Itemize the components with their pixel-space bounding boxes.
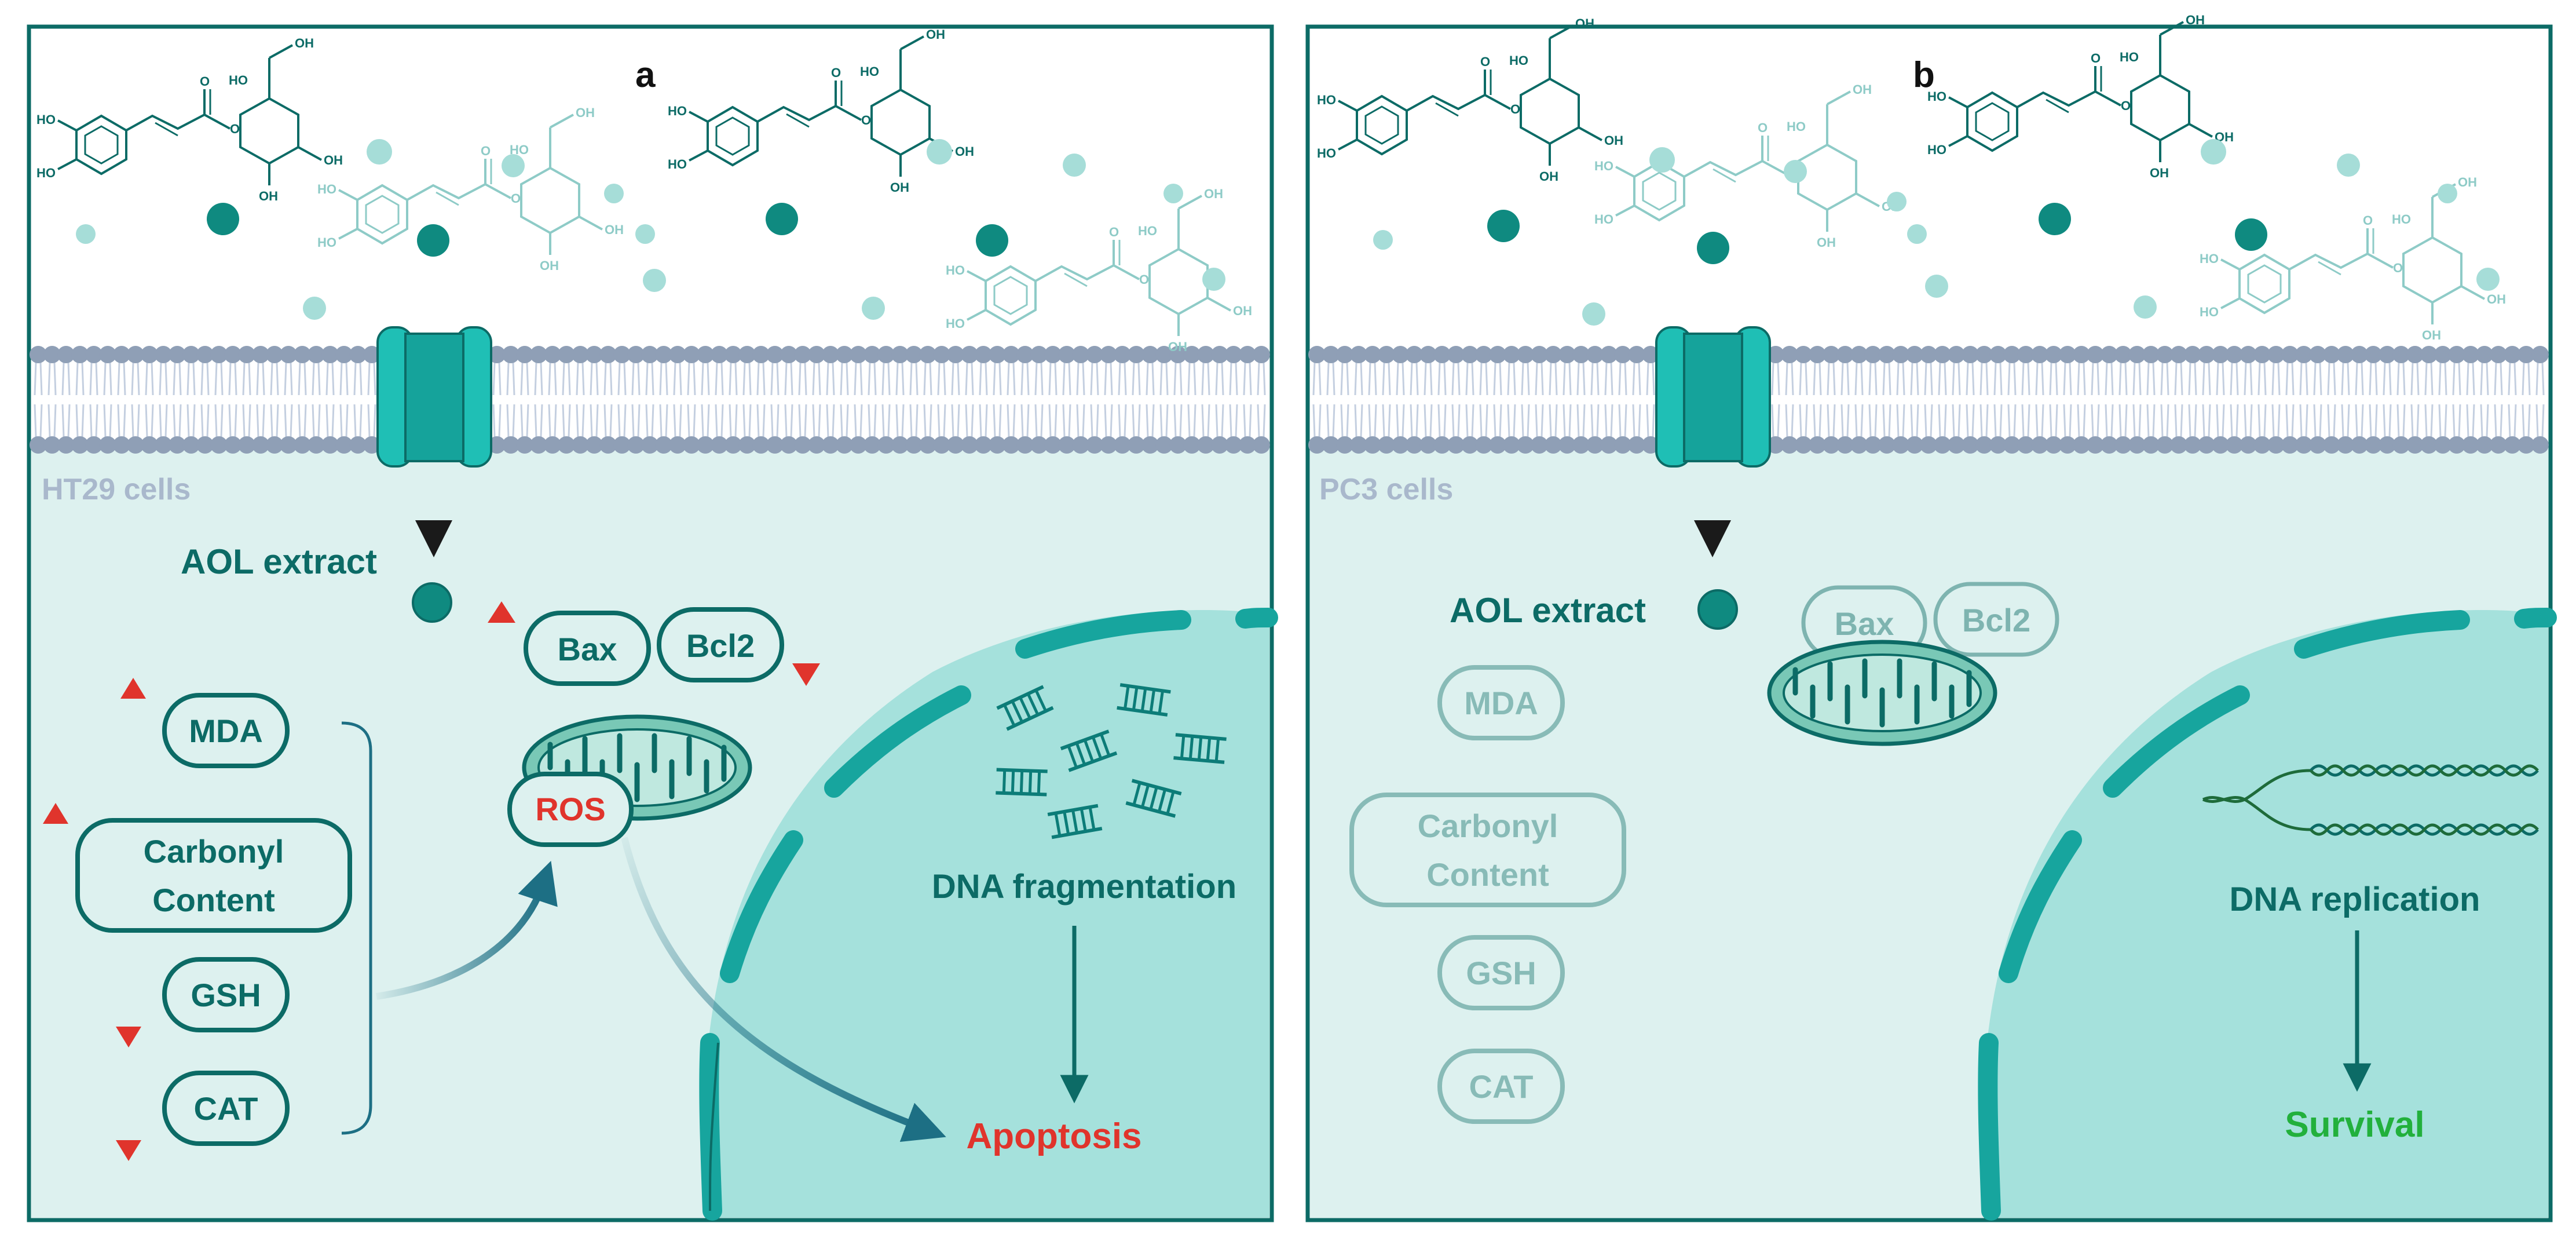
svg-text:Bax: Bax [558,631,617,667]
bcl2-pill: Bcl2 [1933,582,2059,657]
nucleus-process-label: DNA fragmentation [932,868,1236,906]
dna-replication-strands [2202,764,2539,836]
marker-mda-pill: MDA [1437,665,1565,740]
nucleus [1978,608,2557,1221]
mitochondrion [1769,642,1995,744]
panel-letter: b [1913,55,1935,95]
panel-b: b PC3 cells AOL extract Bax Bcl2 MDA Carb… [1305,12,2557,1222]
marker-up-arrow [43,803,68,921]
bax-up-arrow [488,601,515,684]
membrane-channel [376,255,492,557]
svg-text:ROS: ROS [535,791,605,827]
marker-cat-pill: CAT [1437,1049,1565,1124]
marker-label: MDA [189,713,263,749]
marker-down-arrow [116,1069,141,1161]
extract-particles [76,139,1225,320]
marker-label: CAT [194,1090,258,1127]
nucleus-process-label: DNA replication [2230,881,2480,918]
panel-a: a HT29 cells AOL extract Bax Bcl2 ROS MD… [27,24,1278,1222]
membrane-channel [1655,255,1771,557]
extract-label: AOL extract [181,542,377,581]
marker-down-arrow [116,956,141,1047]
nucleus [699,608,1278,1221]
outcome-label: Apoptosis [966,1116,1141,1156]
bcl2-pill: Bcl2 [657,607,784,682]
svg-text:Bcl2: Bcl2 [686,627,755,664]
cell-line-label: HT29 cells [42,473,191,506]
marker-label: GSH [1466,955,1536,991]
marker-label: GSH [191,977,261,1013]
bcl2-down-arrow [792,603,820,686]
marker-label: CAT [1469,1068,1534,1105]
marker-to-ros-arrow [376,860,558,1000]
extract-particle [412,582,452,623]
bax-pill: Bax [524,611,651,686]
panel-letter: a [635,55,656,95]
extract-particles [1373,139,2500,326]
cell-line-label: PC3 cells [1319,473,1453,506]
marker-label: Content [1426,856,1549,893]
marker-gsh-pill: GSH [162,957,290,1032]
marker-label: MDA [1464,685,1538,721]
marker-label: Carbonyl [1418,808,1558,844]
marker-cat-pill: CAT [162,1071,290,1146]
cell-membrane [30,346,1270,454]
extract-label: AOL extract [1450,591,1646,630]
svg-text:Bcl2: Bcl2 [1962,602,2030,638]
marker-mda-pill: MDA [162,693,290,768]
marker-gsh-pill: GSH [1437,935,1565,1010]
marker-label: Content [152,882,275,918]
svg-text:Bax: Bax [1835,605,1894,642]
ros-to-apoptosis-arrow [621,837,946,1142]
membrane-lipids [1308,346,2549,454]
outcome-label: Survival [2285,1105,2424,1145]
marker-label: Carbonyl [144,833,284,870]
ros-pill: ROS [507,772,634,847]
marker-bracket [341,721,372,1135]
cell-membrane [1308,346,2549,454]
marker-up-arrow [120,678,146,757]
extract-particle [1697,589,1738,630]
